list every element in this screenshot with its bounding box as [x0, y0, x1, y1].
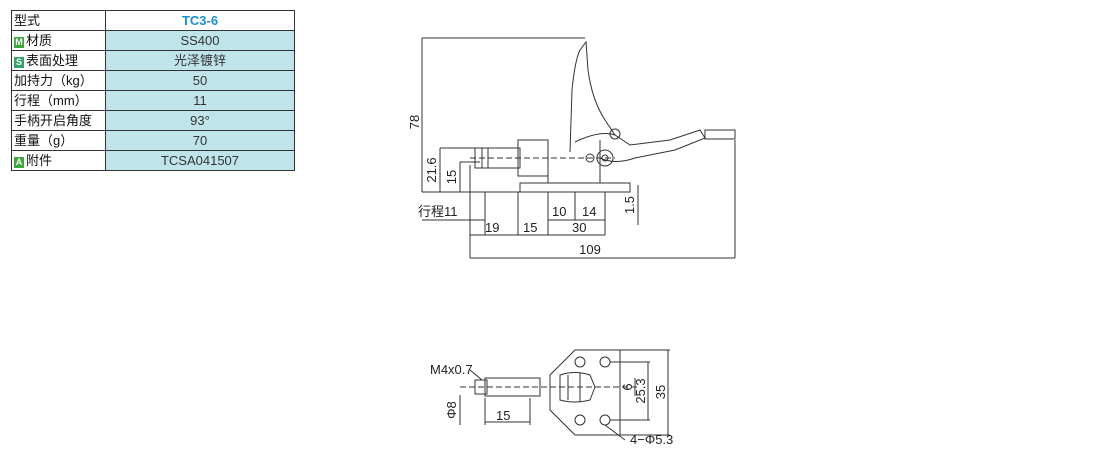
dim-15-vert-label: 15: [444, 170, 459, 184]
mount-hole: [574, 414, 586, 426]
dim-14-label: 14: [582, 204, 596, 219]
spec-label: 附件: [26, 153, 53, 168]
spec-value: TCSA041507: [105, 150, 295, 171]
dim-15-label: 15: [523, 220, 537, 235]
dim-stroke-label: 行程11: [418, 204, 458, 219]
dim-19-label: 19: [485, 220, 499, 235]
spec-label: 加持力（kg）: [11, 70, 106, 91]
dim-10-label: 10: [552, 204, 566, 219]
spec-value: 11: [105, 90, 295, 111]
spec-value: 光泽镀锌: [105, 50, 295, 71]
spindle-top: [484, 377, 541, 397]
spec-label: 材质: [26, 33, 53, 48]
clamp-head: [559, 372, 596, 403]
mount-hole: [599, 414, 611, 426]
handle-grip: [704, 129, 736, 140]
spec-value: 93°: [105, 110, 295, 131]
dim-78-label: 78: [407, 115, 422, 129]
dim-21-6-label: 21.6: [424, 157, 439, 182]
pivot-pin: [596, 149, 614, 167]
dim-1-5-label: 1.5: [622, 196, 637, 214]
spec-row-angle: 手柄开启角度 93°: [11, 110, 295, 131]
dim-6-label: 6: [620, 383, 635, 390]
dim-35-label: 35: [653, 385, 668, 399]
spec-value: SS400: [105, 30, 295, 51]
badge-a-icon: A: [14, 157, 24, 168]
spec-label: 型式: [11, 10, 106, 31]
spec-value: TC3-6: [105, 10, 295, 31]
spec-value: 70: [105, 130, 295, 151]
handle-arm: [574, 129, 706, 162]
dim-15-top-label: 15: [496, 408, 510, 423]
dim-30-label: 30: [572, 220, 586, 235]
spec-label: 手柄开启角度: [11, 110, 106, 131]
diameter-label: Φ8: [444, 401, 459, 419]
spec-label: 行程（mm）: [11, 90, 106, 111]
handle-link: [569, 40, 616, 153]
thread-label: M4x0.7: [430, 362, 473, 377]
holes-label: 4−Φ5.3: [630, 432, 673, 447]
side-view-drawing: 78 21.6 15 行程11 10 14 1.5 19 15 30 109: [407, 37, 736, 259]
mount-hole: [574, 356, 586, 368]
spec-row-stroke: 行程（mm） 11: [11, 90, 295, 111]
spec-row-model: 型式 TC3-6: [11, 10, 295, 31]
badge-m-icon: M: [14, 37, 24, 48]
dim-25-3-label: 25.3: [633, 378, 648, 403]
spec-label: 重量（g）: [11, 130, 106, 151]
spec-row-force: 加持力（kg） 50: [11, 70, 295, 91]
base-plate: [519, 182, 631, 193]
spec-value: 50: [105, 70, 295, 91]
mount-hole: [599, 356, 611, 368]
spec-row-weight: 重量（g） 70: [11, 130, 295, 151]
dim-109-label: 109: [579, 242, 601, 257]
badge-s-icon: S: [14, 57, 24, 68]
spec-label: 表面处理: [26, 53, 79, 68]
top-view-drawing: M4x0.7 Φ8 15 6 25.3 35 4−Φ5.3: [430, 349, 673, 447]
